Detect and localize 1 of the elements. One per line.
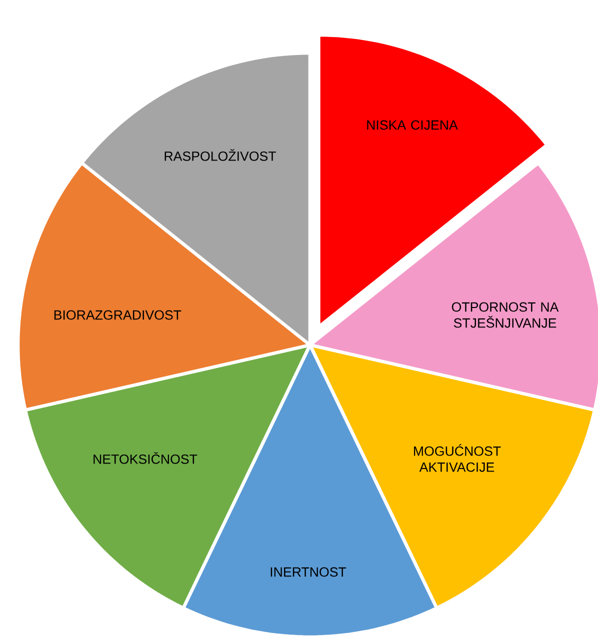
pie-slice: BIORAZGRADIVOST (16, 161, 312, 412)
